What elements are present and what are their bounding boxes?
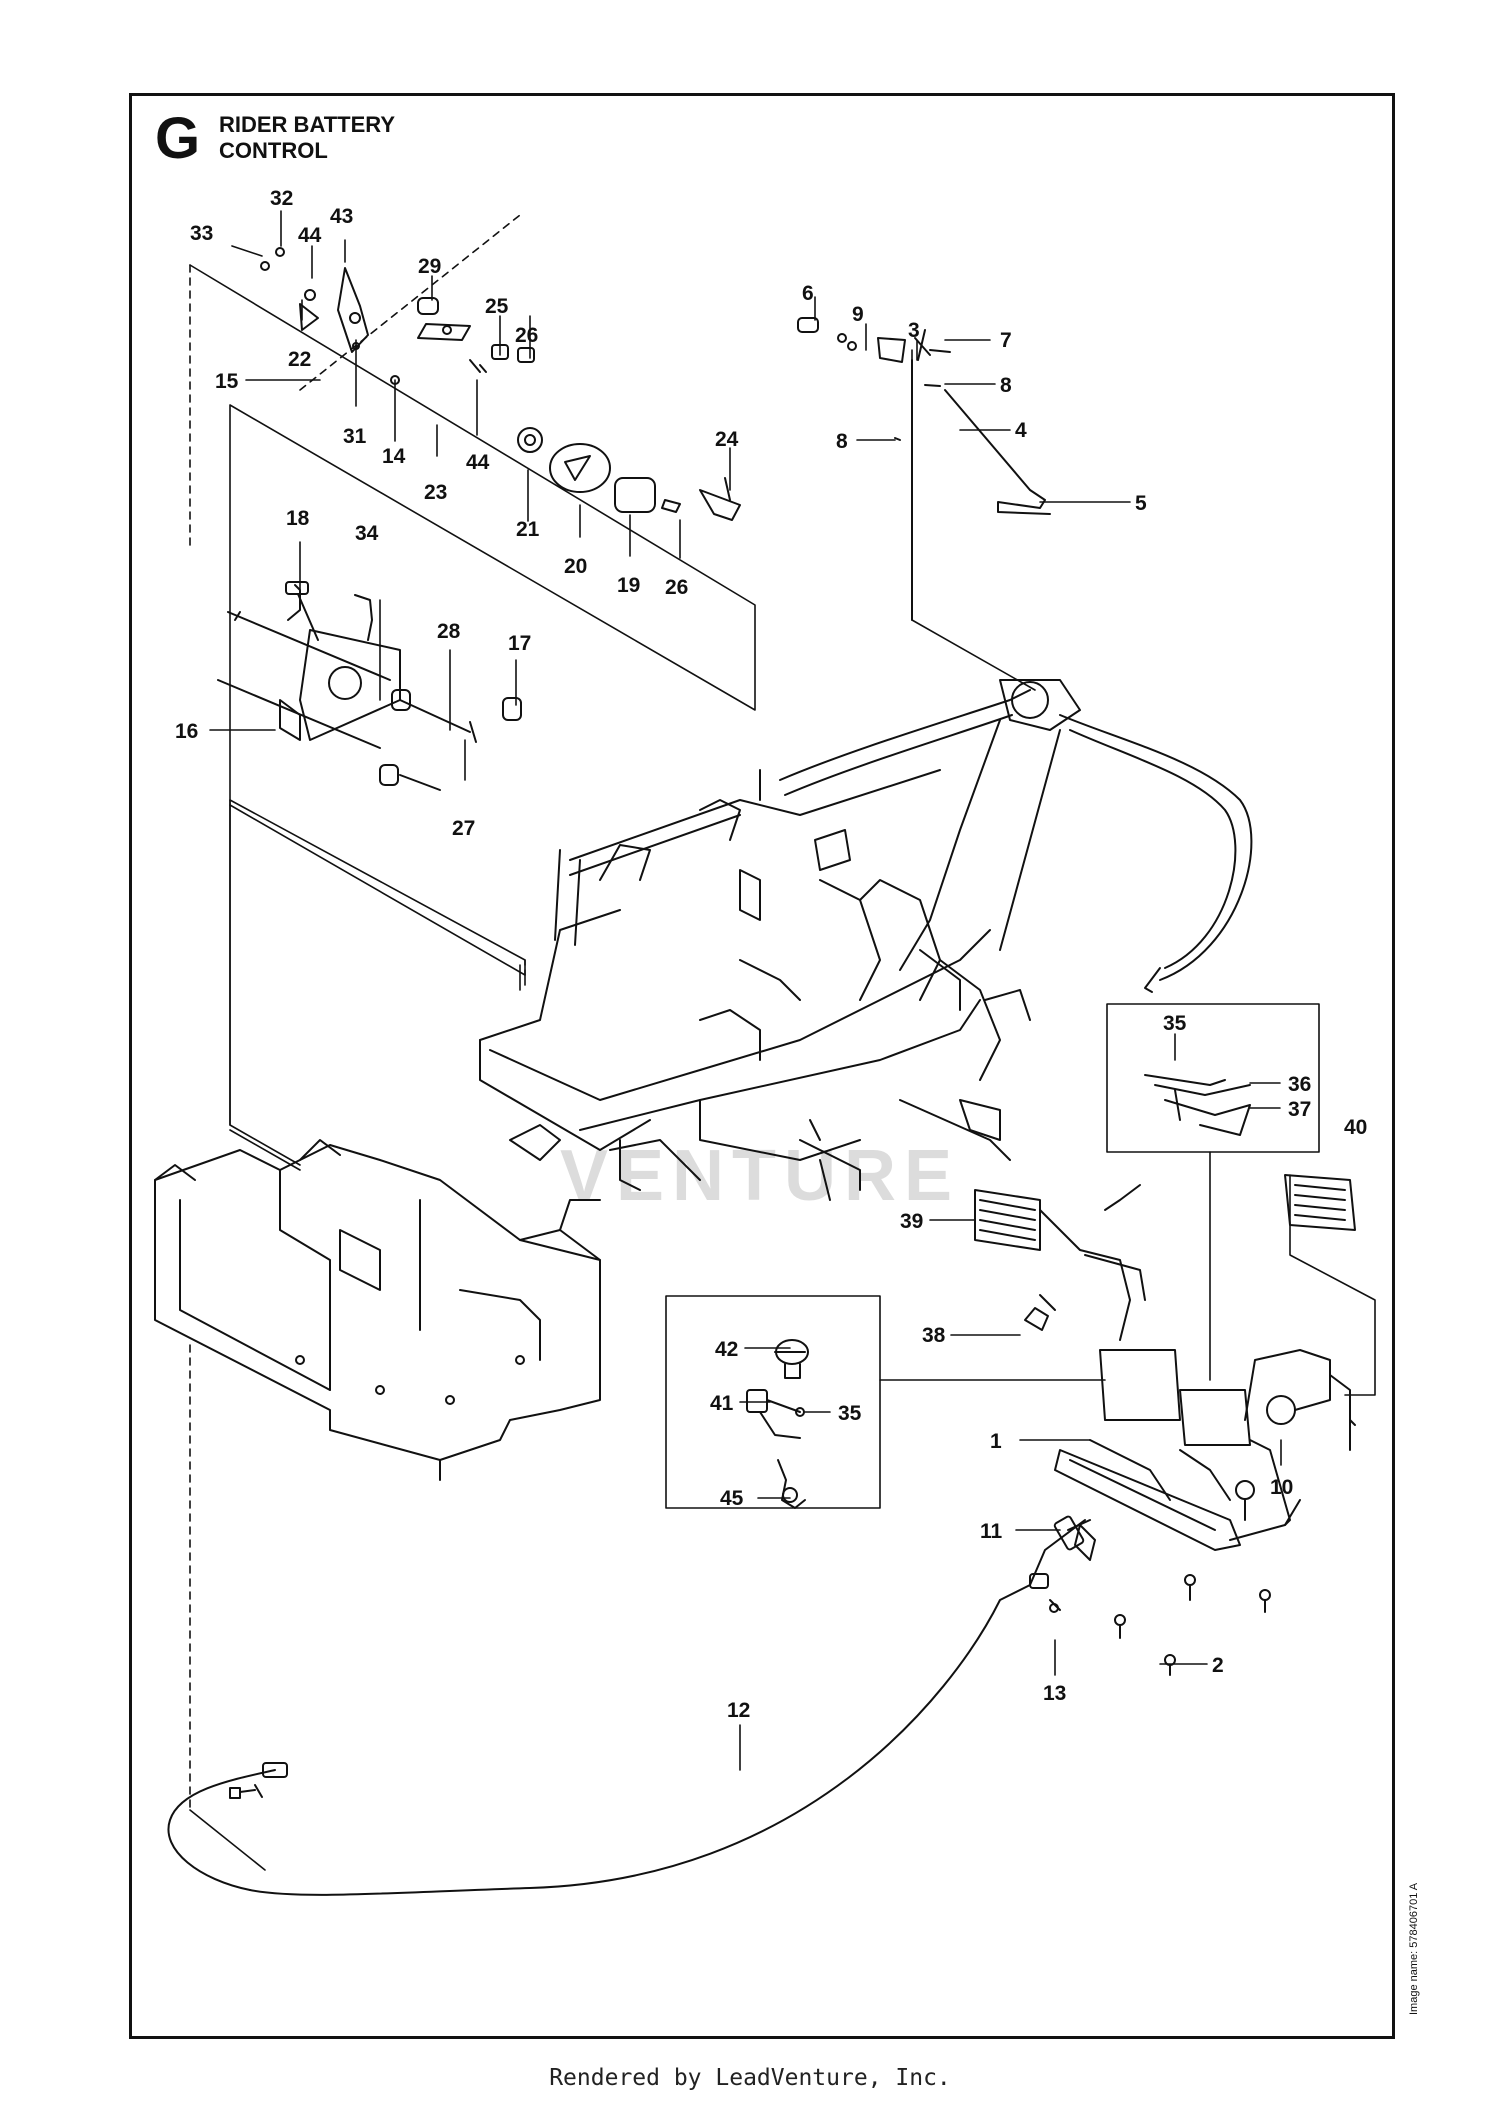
callout-20: 20: [564, 555, 587, 578]
callout-8-second: 8: [836, 430, 848, 453]
lower-frame: [154, 1139, 601, 1481]
diagram-frame: [129, 93, 1395, 2039]
callout-5: 5: [1135, 492, 1147, 515]
guide-lines: [189, 214, 521, 1811]
callout-10: 10: [1270, 1476, 1293, 1499]
callout-6: 6: [802, 282, 814, 305]
callout-41: 41: [710, 1392, 734, 1415]
callout-21: 21: [516, 518, 540, 541]
callout-16: 16: [175, 720, 198, 743]
callout-40: 40: [1344, 1116, 1367, 1139]
callout-34: 34: [355, 522, 379, 545]
brake-lever-parts: [797, 317, 1051, 621]
title-line-2: CONTROL: [219, 138, 328, 163]
image-name-label: Image name: 578406701 A: [1408, 1882, 1420, 2015]
callout-4: 4: [1015, 419, 1027, 442]
callout-3: 3: [908, 319, 920, 342]
pedal-assembly: [974, 1174, 1356, 1676]
title-line-1: RIDER BATTERY: [219, 112, 395, 137]
callout-27: 27: [452, 817, 475, 840]
main-frame: [479, 679, 1253, 1201]
control-cable: [167, 1515, 1091, 1896]
footer-credit: Rendered by LeadVenture, Inc.: [549, 2065, 951, 2091]
callout-labels: 32 33 44 43 29 25 26 22 15 31 14 23 44 2…: [175, 187, 1367, 1722]
pivot-linkage-parts: [260, 247, 741, 521]
diagram-title: RIDER BATTERY CONTROL: [219, 112, 395, 164]
callout-23: 23: [424, 481, 447, 504]
callout-26-second: 26: [665, 576, 688, 599]
callout-22: 22: [288, 348, 311, 371]
callout-26: 26: [515, 324, 538, 347]
callout-14: 14: [382, 445, 406, 468]
watermark-text: VENTURE: [560, 1136, 960, 1216]
callout-2: 2: [1212, 1654, 1224, 1677]
mounting-plate-parts: [217, 581, 522, 791]
section-letter: G: [155, 106, 201, 171]
callout-1: 1: [990, 1430, 1002, 1453]
callout-19: 19: [617, 574, 640, 597]
callout-35-second: 35: [838, 1402, 862, 1425]
callout-7: 7: [1000, 329, 1012, 352]
callout-15: 15: [215, 370, 239, 393]
assembly-boundaries: [189, 264, 1376, 1871]
callout-37: 37: [1288, 1098, 1311, 1121]
callout-45: 45: [720, 1487, 744, 1510]
callout-42: 42: [715, 1338, 738, 1361]
callout-12: 12: [727, 1699, 750, 1722]
callout-32: 32: [270, 187, 293, 210]
callout-35: 35: [1163, 1012, 1187, 1035]
callout-43: 43: [330, 205, 353, 228]
callout-38: 38: [922, 1324, 946, 1347]
callout-39: 39: [900, 1210, 923, 1233]
leader-lines: [209, 210, 1282, 1771]
callout-28: 28: [437, 620, 461, 643]
callout-29: 29: [418, 255, 441, 278]
callout-44: 44: [298, 224, 322, 247]
callout-8: 8: [1000, 374, 1012, 397]
callout-11: 11: [980, 1520, 1003, 1543]
callout-18: 18: [286, 507, 310, 530]
callout-44-second: 44: [466, 451, 490, 474]
callout-24: 24: [715, 428, 739, 451]
callout-36: 36: [1288, 1073, 1311, 1096]
callout-13: 13: [1043, 1682, 1066, 1705]
callout-17: 17: [508, 632, 531, 655]
callout-25: 25: [485, 295, 509, 318]
callout-9: 9: [852, 303, 864, 326]
callout-33: 33: [190, 222, 213, 245]
switch-parts: [746, 1074, 1251, 1509]
callout-31: 31: [343, 425, 367, 448]
